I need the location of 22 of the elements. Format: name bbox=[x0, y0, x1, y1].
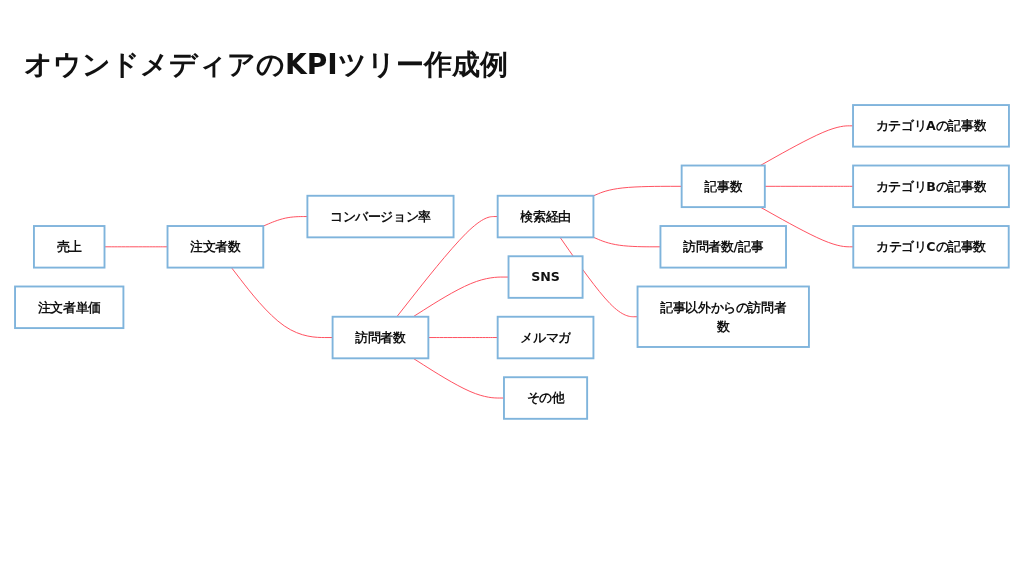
node-box: 記事数 bbox=[680, 164, 766, 209]
node-box: カテゴリAの記事数 bbox=[852, 104, 1010, 148]
node-box: 記事以外からの訪問者数 bbox=[636, 285, 810, 348]
node-box: コンバージョン率 bbox=[306, 194, 455, 239]
node-box: 検索経由 bbox=[496, 194, 595, 239]
node-box: 注文者単価 bbox=[14, 285, 125, 330]
node-box: 注文者数 bbox=[166, 225, 265, 269]
connector bbox=[262, 216, 308, 227]
connector bbox=[412, 276, 509, 318]
node-box: カテゴリBの記事数 bbox=[852, 164, 1010, 209]
node-box: 訪問者数/記事 bbox=[659, 225, 787, 269]
node-box: 訪問者数 bbox=[331, 315, 430, 360]
connector bbox=[592, 236, 661, 248]
node-box: その他 bbox=[503, 376, 589, 420]
node-box: カテゴリCの記事数 bbox=[852, 225, 1010, 269]
connector bbox=[764, 185, 854, 187]
node-box: メルマガ bbox=[496, 315, 595, 360]
diagram-title: オウンドメディアのKPIツリー作成例 bbox=[24, 47, 508, 83]
node-box: 売上 bbox=[33, 225, 106, 269]
connector bbox=[759, 125, 854, 166]
node-box: SNS bbox=[507, 255, 584, 299]
connector bbox=[104, 246, 168, 248]
